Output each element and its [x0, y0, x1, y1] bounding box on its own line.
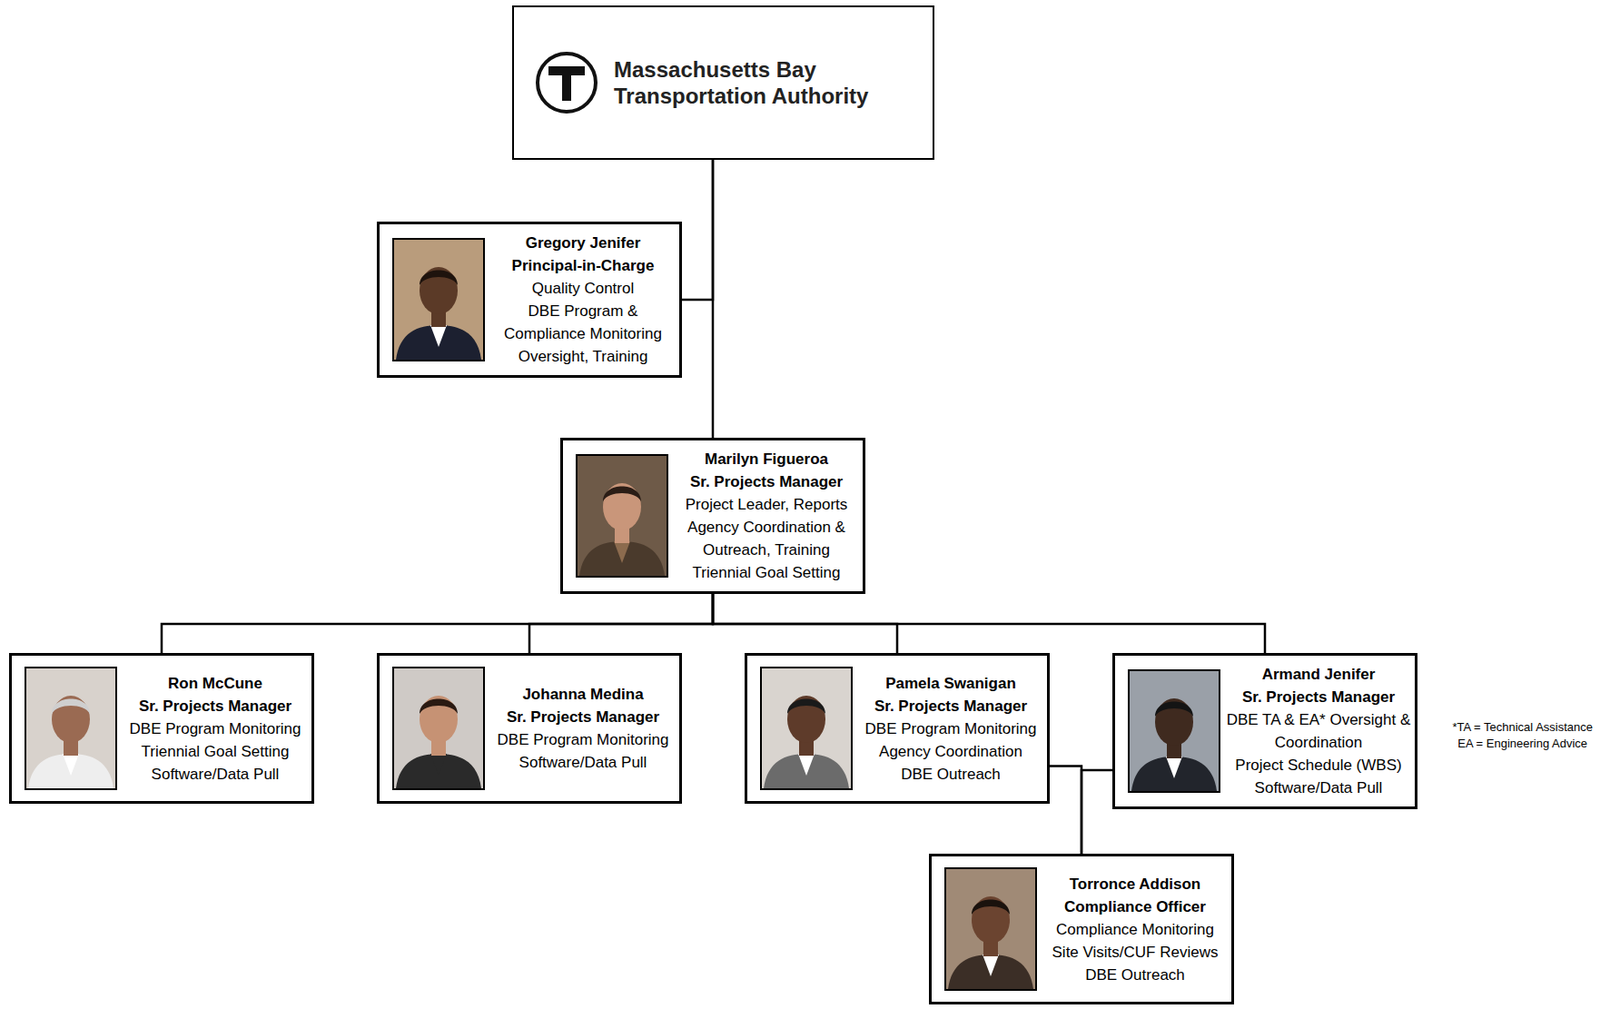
organization-box: Massachusetts Bay Transportation Authori…: [512, 5, 935, 160]
job-title: Sr. Projects Manager: [858, 694, 1044, 718]
staff-photo: [392, 237, 485, 362]
duty-text: DBE TA & EA* Oversight & Coordination: [1225, 708, 1412, 754]
duty-text: Triennial Goal Setting: [122, 740, 308, 763]
staff-box: Pamela SwaniganSr. Projects ManagerDBE P…: [744, 652, 1050, 804]
duty-text: Agency Coordination: [858, 740, 1044, 763]
duty-text: DBE Outreach: [1042, 963, 1228, 987]
reporting-line: [681, 159, 713, 300]
reporting-line: [1049, 766, 1082, 855]
duty-text: DBE Program & Compliance Monitoring: [490, 299, 676, 346]
job-title: Principal-in-Charge: [490, 254, 676, 277]
text-column: Pamela SwaniganSr. Projects ManagerDBE P…: [858, 671, 1044, 786]
staff-photo: [24, 666, 118, 791]
staff-photo: [1127, 669, 1221, 793]
text-column: Marilyn FigueroaSr. Projects ManagerProj…: [673, 447, 860, 584]
duty-text: DBE Outreach: [858, 762, 1044, 786]
person-name: Gregory Jenifer: [490, 231, 676, 255]
staff-box: Ron McCuneSr. Projects ManagerDBE Progra…: [9, 652, 315, 804]
duty-text: Software/Data Pull: [490, 750, 676, 774]
footnote: *TA = Technical Assistance: [1451, 719, 1593, 736]
duty-text: Site Visits/CUF Reviews: [1042, 940, 1228, 964]
reporting-line: [711, 159, 715, 438]
staff-photo: [575, 454, 669, 578]
person-name: Torronce Addison: [1042, 872, 1228, 896]
staff-photo: [944, 867, 1038, 991]
staff-box: Gregory JeniferPrincipal-in-ChargeQualit…: [376, 221, 682, 378]
duty-text: Oversight, Training: [490, 345, 676, 368]
agency-name: Massachusetts Bay Transportation Authori…: [613, 56, 913, 109]
footnote: EA = Engineering Advice: [1451, 735, 1593, 752]
text-column: Gregory JeniferPrincipal-in-ChargeQualit…: [490, 231, 676, 368]
reporting-line: [161, 593, 713, 653]
staff-box: Torronce AddisonCompliance OfficerCompli…: [928, 853, 1235, 1005]
duty-text: Triennial Goal Setting: [673, 561, 860, 584]
person-name: Johanna Medina: [490, 682, 676, 706]
job-title: Sr. Projects Manager: [673, 470, 860, 494]
reporting-line: [529, 593, 713, 653]
person-name: Pamela Swanigan: [858, 671, 1044, 695]
person-name: Marilyn Figueroa: [673, 447, 860, 471]
job-title: Sr. Projects Manager: [122, 694, 308, 718]
duty-text: DBE Program Monitoring: [858, 717, 1044, 741]
footnote-block: *TA = Technical AssistanceEA = Engineeri…: [1451, 719, 1593, 752]
job-title: Sr. Projects Manager: [1225, 685, 1412, 709]
duty-text: Quality Control: [490, 276, 676, 300]
staff-box: Armand JeniferSr. Projects ManagerDBE TA…: [1112, 652, 1418, 810]
person-name: Armand Jenifer: [1225, 662, 1412, 686]
transit-logo: [533, 49, 600, 116]
job-title: Sr. Projects Manager: [490, 705, 676, 729]
person-name: Ron McCune: [122, 671, 308, 695]
reporting-line: [712, 593, 1265, 653]
job-title: Compliance Officer: [1042, 895, 1228, 919]
staff-photo: [392, 666, 485, 791]
text-column: Armand JeniferSr. Projects ManagerDBE TA…: [1225, 662, 1412, 800]
staff-box: Marilyn FigueroaSr. Projects ManagerProj…: [560, 437, 866, 594]
text-column: Torronce AddisonCompliance OfficerCompli…: [1042, 872, 1228, 987]
duty-text: Project Leader, Reports: [673, 493, 860, 516]
staff-box: Johanna MedinaSr. Projects ManagerDBE Pr…: [376, 652, 682, 804]
duty-text: Software/Data Pull: [1225, 776, 1412, 800]
duty-text: Agency Coordination & Outreach, Training: [673, 515, 860, 562]
duty-text: DBE Program Monitoring: [122, 717, 308, 741]
text-column: Ron McCuneSr. Projects ManagerDBE Progra…: [122, 671, 308, 786]
duty-text: Project Schedule (WBS): [1225, 753, 1412, 777]
duty-text: Compliance Monitoring: [1042, 918, 1228, 941]
reporting-line: [1081, 770, 1113, 854]
text-column: Johanna MedinaSr. Projects ManagerDBE Pr…: [490, 682, 676, 774]
duty-text: Software/Data Pull: [122, 762, 308, 786]
staff-photo: [760, 666, 853, 791]
duty-text: DBE Program Monitoring: [490, 728, 676, 751]
